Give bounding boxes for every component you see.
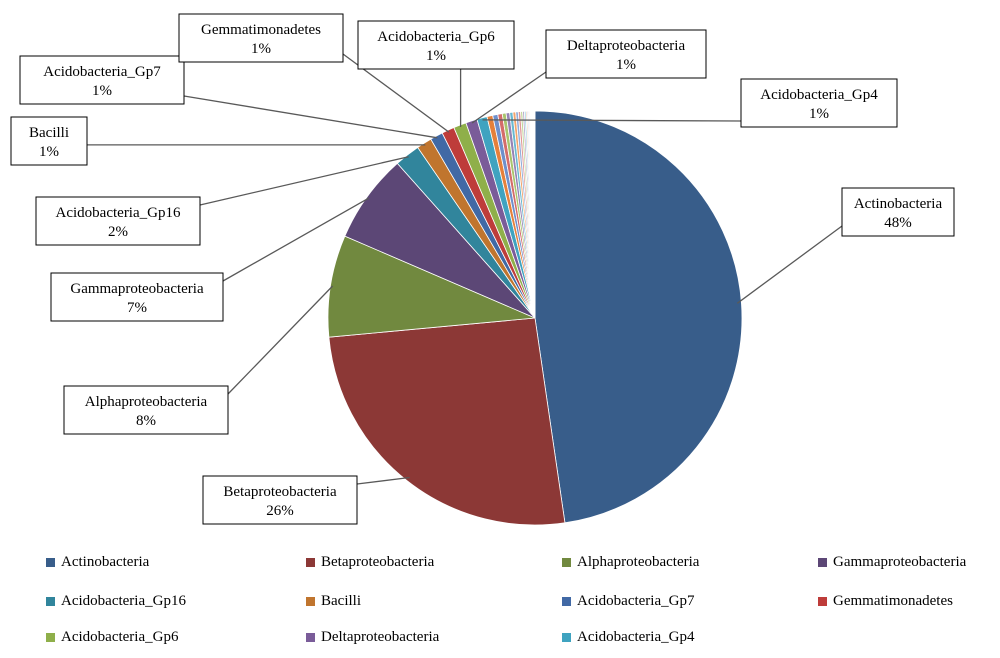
data-label-percent: 1% [39, 144, 59, 160]
data-label-box [63, 385, 229, 435]
data-label-percent: 7% [127, 300, 147, 316]
pie-slice-betaproteobacteria [328, 317, 566, 526]
data-label-category: Acidobacteria_Gp6 [377, 29, 495, 45]
legend-label: Acidobacteria_Gp7 [577, 592, 695, 609]
data-label-acidobacteria-gp4: Acidobacteria_Gp4 1% [740, 78, 898, 128]
data-label-box [357, 20, 515, 70]
leader-lines [87, 53, 843, 485]
data-label-percent: 1% [251, 41, 271, 57]
data-label-percent: 48% [884, 215, 912, 231]
data-label-percent: 1% [426, 48, 446, 64]
data-label-box [19, 55, 185, 105]
pie-slices [327, 110, 743, 526]
legend-label: Gemmatimonadetes [833, 592, 953, 609]
legend-swatch [46, 596, 55, 606]
data-label-percent: 26% [266, 503, 294, 519]
legend-label: Acidobacteria_Gp6 [61, 628, 179, 645]
legend-label: Gammaproteobacteria [833, 553, 967, 570]
data-label-category: Alphaproteobacteria [85, 394, 208, 410]
legend-swatch [818, 557, 827, 567]
legend-item: Acidobacteria_Gp7 [562, 591, 694, 611]
legend-swatch [562, 632, 571, 642]
pie-slice-actinobacteria [534, 110, 743, 524]
data-label-box [10, 116, 88, 166]
data-label-callouts: Actinobacteria 48% Betaproteobacteria 26% Al… [10, 13, 955, 525]
leader-line [227, 285, 334, 395]
data-label-box [545, 29, 707, 79]
pie-slice-alphaproteobacteria [327, 235, 536, 338]
legend-label: Deltaproteobacteria [321, 628, 440, 645]
data-label-box [178, 13, 344, 63]
data-label-box [740, 78, 898, 128]
data-label-category: Gemmatimonadetes [201, 22, 321, 38]
legend-item: Deltaproteobacteria [306, 627, 439, 647]
legend-swatch [562, 596, 571, 606]
data-label-alphaproteobacteria: Alphaproteobacteria 8% [63, 385, 229, 435]
data-label-box [50, 272, 224, 322]
legend-label: Actinobacteria [61, 553, 150, 570]
legend-label: Betaproteobacteria [321, 553, 435, 570]
data-label-betaproteobacteria: Betaproteobacteria 26% [202, 475, 358, 525]
leader-line [222, 197, 370, 282]
legend-item: Alphaproteobacteria [562, 552, 699, 572]
data-label-box [202, 475, 358, 525]
data-label-category: Actinobacteria [854, 196, 943, 212]
legend-swatch [818, 596, 827, 606]
leader-line [199, 156, 409, 206]
data-label-category: Acidobacteria_Gp7 [43, 64, 161, 80]
data-label-category: Bacilli [29, 125, 69, 141]
legend-label: Alphaproteobacteria [577, 553, 700, 570]
leader-line [471, 71, 547, 124]
data-label-actinobacteria: Actinobacteria 48% [841, 187, 955, 237]
data-label-percent: 2% [108, 224, 128, 240]
legend-label: Bacilli [321, 592, 361, 609]
data-label-category: Acidobacteria_Gp16 [56, 205, 181, 221]
legend-item: Bacilli [306, 591, 361, 611]
legend-item: Acidobacteria_Gp6 [46, 627, 178, 647]
data-label-percent: 1% [616, 57, 636, 73]
data-label-category: Gammaproteobacteria [70, 281, 204, 297]
data-label-acidobacteria-gp16: Acidobacteria_Gp16 2% [35, 196, 201, 246]
data-label-acidobacteria-gp6: Acidobacteria_Gp6 1% [357, 20, 515, 70]
leader-line [356, 476, 410, 485]
data-label-bacilli: Bacilli 1% [10, 116, 88, 166]
data-label-gemmatimonadetes: Gemmatimonadetes 1% [178, 13, 344, 63]
legend-swatch [306, 596, 315, 606]
legend-item: Actinobacteria [46, 552, 149, 572]
leader-line [736, 225, 843, 304]
leader-line [183, 95, 438, 139]
data-label-percent: 8% [136, 413, 156, 429]
legend-item: Acidobacteria_Gp4 [562, 627, 694, 647]
legend-item: Gemmatimonadetes [818, 591, 953, 611]
data-label-deltaproteobacteria: Deltaproteobacteria 1% [545, 29, 707, 79]
data-label-category: Acidobacteria_Gp4 [760, 87, 878, 103]
legend-swatch [306, 632, 315, 642]
data-label-acidobacteria-gp7: Acidobacteria_Gp7 1% [19, 55, 185, 105]
data-label-category: Betaproteobacteria [223, 484, 337, 500]
legend-label: Acidobacteria_Gp4 [577, 628, 695, 645]
data-label-gammaproteobacteria: Gammaproteobacteria 7% [50, 272, 224, 322]
data-label-percent: 1% [809, 106, 829, 122]
data-label-category: Deltaproteobacteria [567, 38, 686, 54]
legend-item: Gammaproteobacteria [818, 552, 966, 572]
legend-swatch [306, 557, 315, 567]
legend-item: Acidobacteria_Gp16 [46, 591, 186, 611]
legend-label: Acidobacteria_Gp16 [61, 592, 186, 609]
legend-swatch [46, 632, 55, 642]
legend-swatch [46, 557, 55, 567]
legend-swatch [562, 557, 571, 567]
data-label-box [35, 196, 201, 246]
legend-item: Betaproteobacteria [306, 552, 434, 572]
leader-line [482, 119, 742, 122]
data-label-percent: 1% [92, 83, 112, 99]
data-label-box [841, 187, 955, 237]
